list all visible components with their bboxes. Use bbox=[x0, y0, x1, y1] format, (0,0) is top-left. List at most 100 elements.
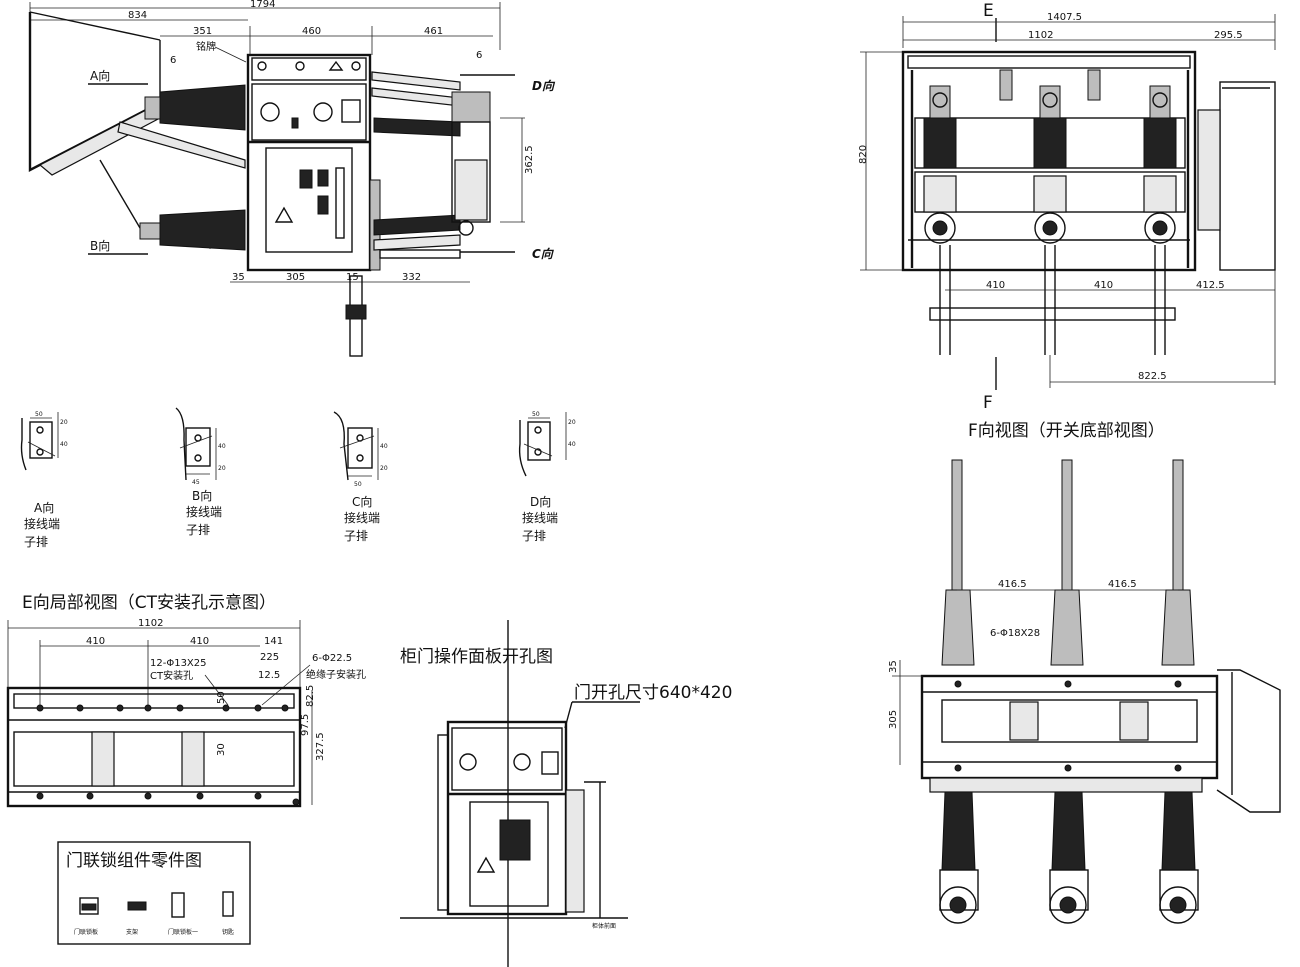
e-dim-v50: 50 bbox=[216, 691, 227, 704]
e-dim-v30: 30 bbox=[216, 743, 227, 756]
term-a-d-right-a: 20 bbox=[60, 419, 68, 426]
e-holes bbox=[36, 704, 300, 806]
dim-295: 295.5 bbox=[1214, 30, 1243, 41]
part-1: 门联锁板 bbox=[74, 928, 98, 936]
term-c-line2: 接线端 bbox=[344, 510, 380, 525]
e-dim-p1: 410 bbox=[86, 636, 105, 647]
label-c-dir: C向 bbox=[532, 247, 555, 261]
dim-total-width: 1794 bbox=[250, 0, 275, 10]
marker-f: F bbox=[983, 393, 993, 413]
term-d-d-top: 50 bbox=[532, 411, 540, 418]
e-dim-p5: 12.5 bbox=[258, 670, 280, 681]
panel-title: 柜门操作面板开孔图 bbox=[400, 647, 553, 667]
pole-1 bbox=[923, 85, 957, 244]
f-view: F向视图（开关底部视图） 416.5 416.5 6-Φ18X28 35 bbox=[888, 421, 1281, 924]
panel-note: 门开孔尺寸640*420 bbox=[574, 683, 732, 703]
f-bushing-1 bbox=[939, 791, 979, 924]
e-view-title: E向局部视图（CT安装孔示意图） bbox=[22, 593, 276, 613]
e-note-ins: 6-Φ22.5 bbox=[312, 653, 352, 664]
top-right-view: E 1407.5 1102 295.5 820 bbox=[858, 1, 1276, 413]
e-dim-p4: 225 bbox=[260, 652, 279, 663]
terminal-c-sketch: 50 40 20 bbox=[333, 411, 388, 488]
term-c-d-right-a: 40 bbox=[380, 443, 388, 450]
e-view: E向局部视图（CT安装孔示意图） 1102 410 410 141 225 12… bbox=[6, 593, 366, 808]
terminal-d-sketch: 50 20 40 bbox=[518, 411, 576, 477]
term-d-line1: D向 bbox=[530, 494, 551, 509]
f-dim-305: 305 bbox=[888, 710, 899, 729]
e-dim-p2: 410 bbox=[190, 636, 209, 647]
dim-35: 35 bbox=[232, 272, 245, 283]
term-d-d-right-b: 40 bbox=[568, 441, 576, 448]
e-note-ins-label: 绝缘子安装孔 bbox=[306, 668, 366, 681]
dim-820: 820 bbox=[858, 145, 869, 164]
pole-3 bbox=[1143, 85, 1177, 244]
f-dim-holes: 6-Φ18X28 bbox=[990, 628, 1040, 639]
term-b-d-right-a: 40 bbox=[218, 443, 226, 450]
term-d-d-right-a: 20 bbox=[568, 419, 576, 426]
dim-15: 15 bbox=[346, 272, 359, 283]
term-b-line1: B向 bbox=[192, 488, 212, 503]
label-a-dir: A向 bbox=[90, 68, 110, 83]
label-b-dir: B向 bbox=[90, 238, 110, 253]
pole-2 bbox=[1033, 85, 1067, 244]
f-bushing-2 bbox=[1049, 791, 1089, 924]
panel-small-note: 柜体前面 bbox=[592, 922, 616, 930]
parts-box: 门联锁组件零件图 门联锁板 支架 门联锁板一 钥匙 bbox=[57, 841, 251, 945]
e-dim-p3: 141 bbox=[264, 636, 283, 647]
term-c-d-bottom: 50 bbox=[354, 481, 362, 488]
e-dim-h1: 327.5 bbox=[315, 732, 326, 761]
term-b-d-bottom: 45 bbox=[192, 479, 200, 486]
dim-pitch-2: 410 bbox=[1094, 280, 1113, 291]
dim-pitch-1: 410 bbox=[986, 280, 1005, 291]
term-b-line2: 接线端 bbox=[186, 504, 222, 519]
term-b-line3: 子排 bbox=[186, 523, 210, 537]
term-d-line3: 子排 bbox=[522, 529, 546, 543]
f-dim-pitch1: 416.5 bbox=[998, 579, 1027, 590]
dim-460: 460 bbox=[302, 26, 321, 37]
dim-822: 822.5 bbox=[1138, 371, 1167, 382]
parts-title: 门联锁组件零件图 bbox=[66, 851, 202, 871]
dim-412: 412.5 bbox=[1196, 280, 1225, 291]
e-note-ct-label: CT安装孔 bbox=[150, 669, 193, 682]
dim-332: 332 bbox=[402, 272, 421, 283]
label-d-dir: D向 bbox=[532, 79, 556, 93]
dim-305: 305 bbox=[286, 272, 305, 283]
dim-362: 362.5 bbox=[524, 145, 535, 174]
e-dim-total: 1102 bbox=[138, 618, 163, 629]
term-b-d-right-b: 20 bbox=[218, 465, 226, 472]
dim-461: 461 bbox=[424, 26, 443, 37]
term-c-line3: 子排 bbox=[344, 529, 368, 543]
dim-1102: 1102 bbox=[1028, 30, 1053, 41]
dim-6b: 6 bbox=[476, 50, 482, 61]
term-d-line2: 接线端 bbox=[522, 510, 558, 525]
term-a-line3: 子排 bbox=[24, 535, 48, 549]
term-c-d-right-b: 20 bbox=[380, 465, 388, 472]
dim-left-span: 834 bbox=[128, 10, 147, 21]
dim-351: 351 bbox=[193, 26, 212, 37]
terminal-details: 50 20 40 A向 接线端 子排 45 40 20 B向 接线端 子排 bbox=[20, 407, 576, 549]
f-dim-35: 35 bbox=[888, 660, 899, 673]
term-a-line1: A向 bbox=[34, 500, 54, 515]
terminal-a-sketch: 50 20 40 bbox=[20, 411, 68, 471]
part-3: 门联锁板一 bbox=[168, 928, 198, 936]
f-view-title: F向视图（开关底部视图） bbox=[968, 421, 1165, 441]
terminal-b-sketch: 45 40 20 bbox=[175, 407, 226, 486]
f-dim-pitch2: 416.5 bbox=[1108, 579, 1137, 590]
part-2: 支架 bbox=[126, 928, 138, 936]
dim-6a: 6 bbox=[170, 55, 176, 66]
main-side-view: 1794 834 351 460 461 6 6 铭牌 A向 B向 bbox=[28, 0, 556, 357]
dim-1407: 1407.5 bbox=[1047, 12, 1082, 23]
panel-cutout-view: 柜门操作面板开孔图 门开孔尺寸640*420 柜体前面 bbox=[400, 620, 732, 967]
term-a-d-top: 50 bbox=[35, 411, 43, 418]
part-4: 钥匙 bbox=[222, 928, 234, 936]
term-c-line1: C向 bbox=[352, 494, 372, 509]
plate-label: 铭牌 bbox=[196, 40, 216, 53]
term-a-line2: 接线端 bbox=[24, 516, 60, 531]
e-dim-h3: 97.5 bbox=[300, 714, 311, 736]
e-dim-h2: 82.5 bbox=[305, 685, 316, 707]
e-note-ct: 12-Φ13X25 bbox=[150, 658, 207, 669]
marker-e: E bbox=[983, 1, 994, 21]
term-a-d-right-b: 40 bbox=[60, 441, 68, 448]
f-bushing-3 bbox=[1159, 791, 1199, 924]
